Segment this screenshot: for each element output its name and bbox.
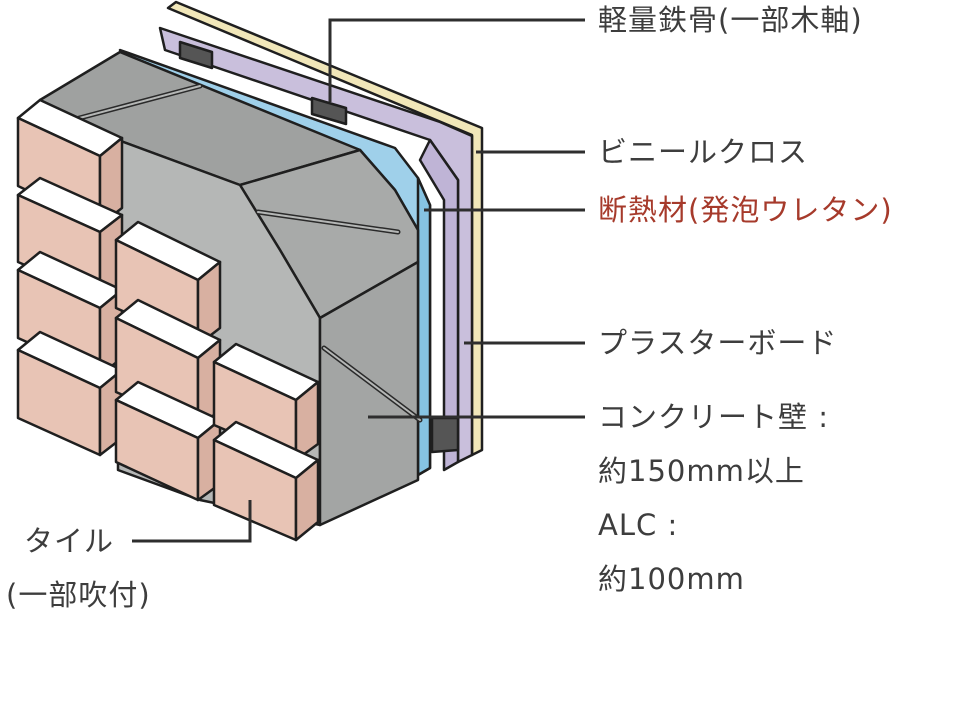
label-plasterboard: プラスターボード: [598, 326, 838, 360]
label-alc: ALC :: [598, 508, 679, 542]
leader-lines: [132, 18, 585, 543]
insulation-front-face: [416, 176, 432, 477]
rebar-lines: [69, 83, 423, 423]
label-concrete-thickness: 約150mm以上: [598, 454, 805, 488]
tile-bricks: [16, 98, 320, 542]
label-tile-note: (一部吹付): [6, 578, 151, 612]
label-steel-frame: 軽量鉄骨(一部木軸): [598, 3, 863, 37]
steel-stud-bottom: [430, 416, 460, 454]
leader-steel: [328, 18, 585, 102]
label-tile: タイル: [24, 524, 115, 558]
steel-stud-top-right: [310, 96, 348, 126]
label-vinyl-cloth: ビニールクロス: [598, 135, 809, 169]
steel-stud-top-left: [178, 40, 214, 70]
leader-tile: [132, 500, 252, 543]
concrete-side-face: [318, 260, 420, 527]
label-concrete-wall: コンクリート壁 :: [598, 400, 829, 434]
label-insulation: 断熱材(発泡ウレタン): [598, 193, 893, 227]
label-alc-thickness: 約100mm: [598, 562, 745, 596]
plasterboard-front-face: [418, 138, 460, 472]
